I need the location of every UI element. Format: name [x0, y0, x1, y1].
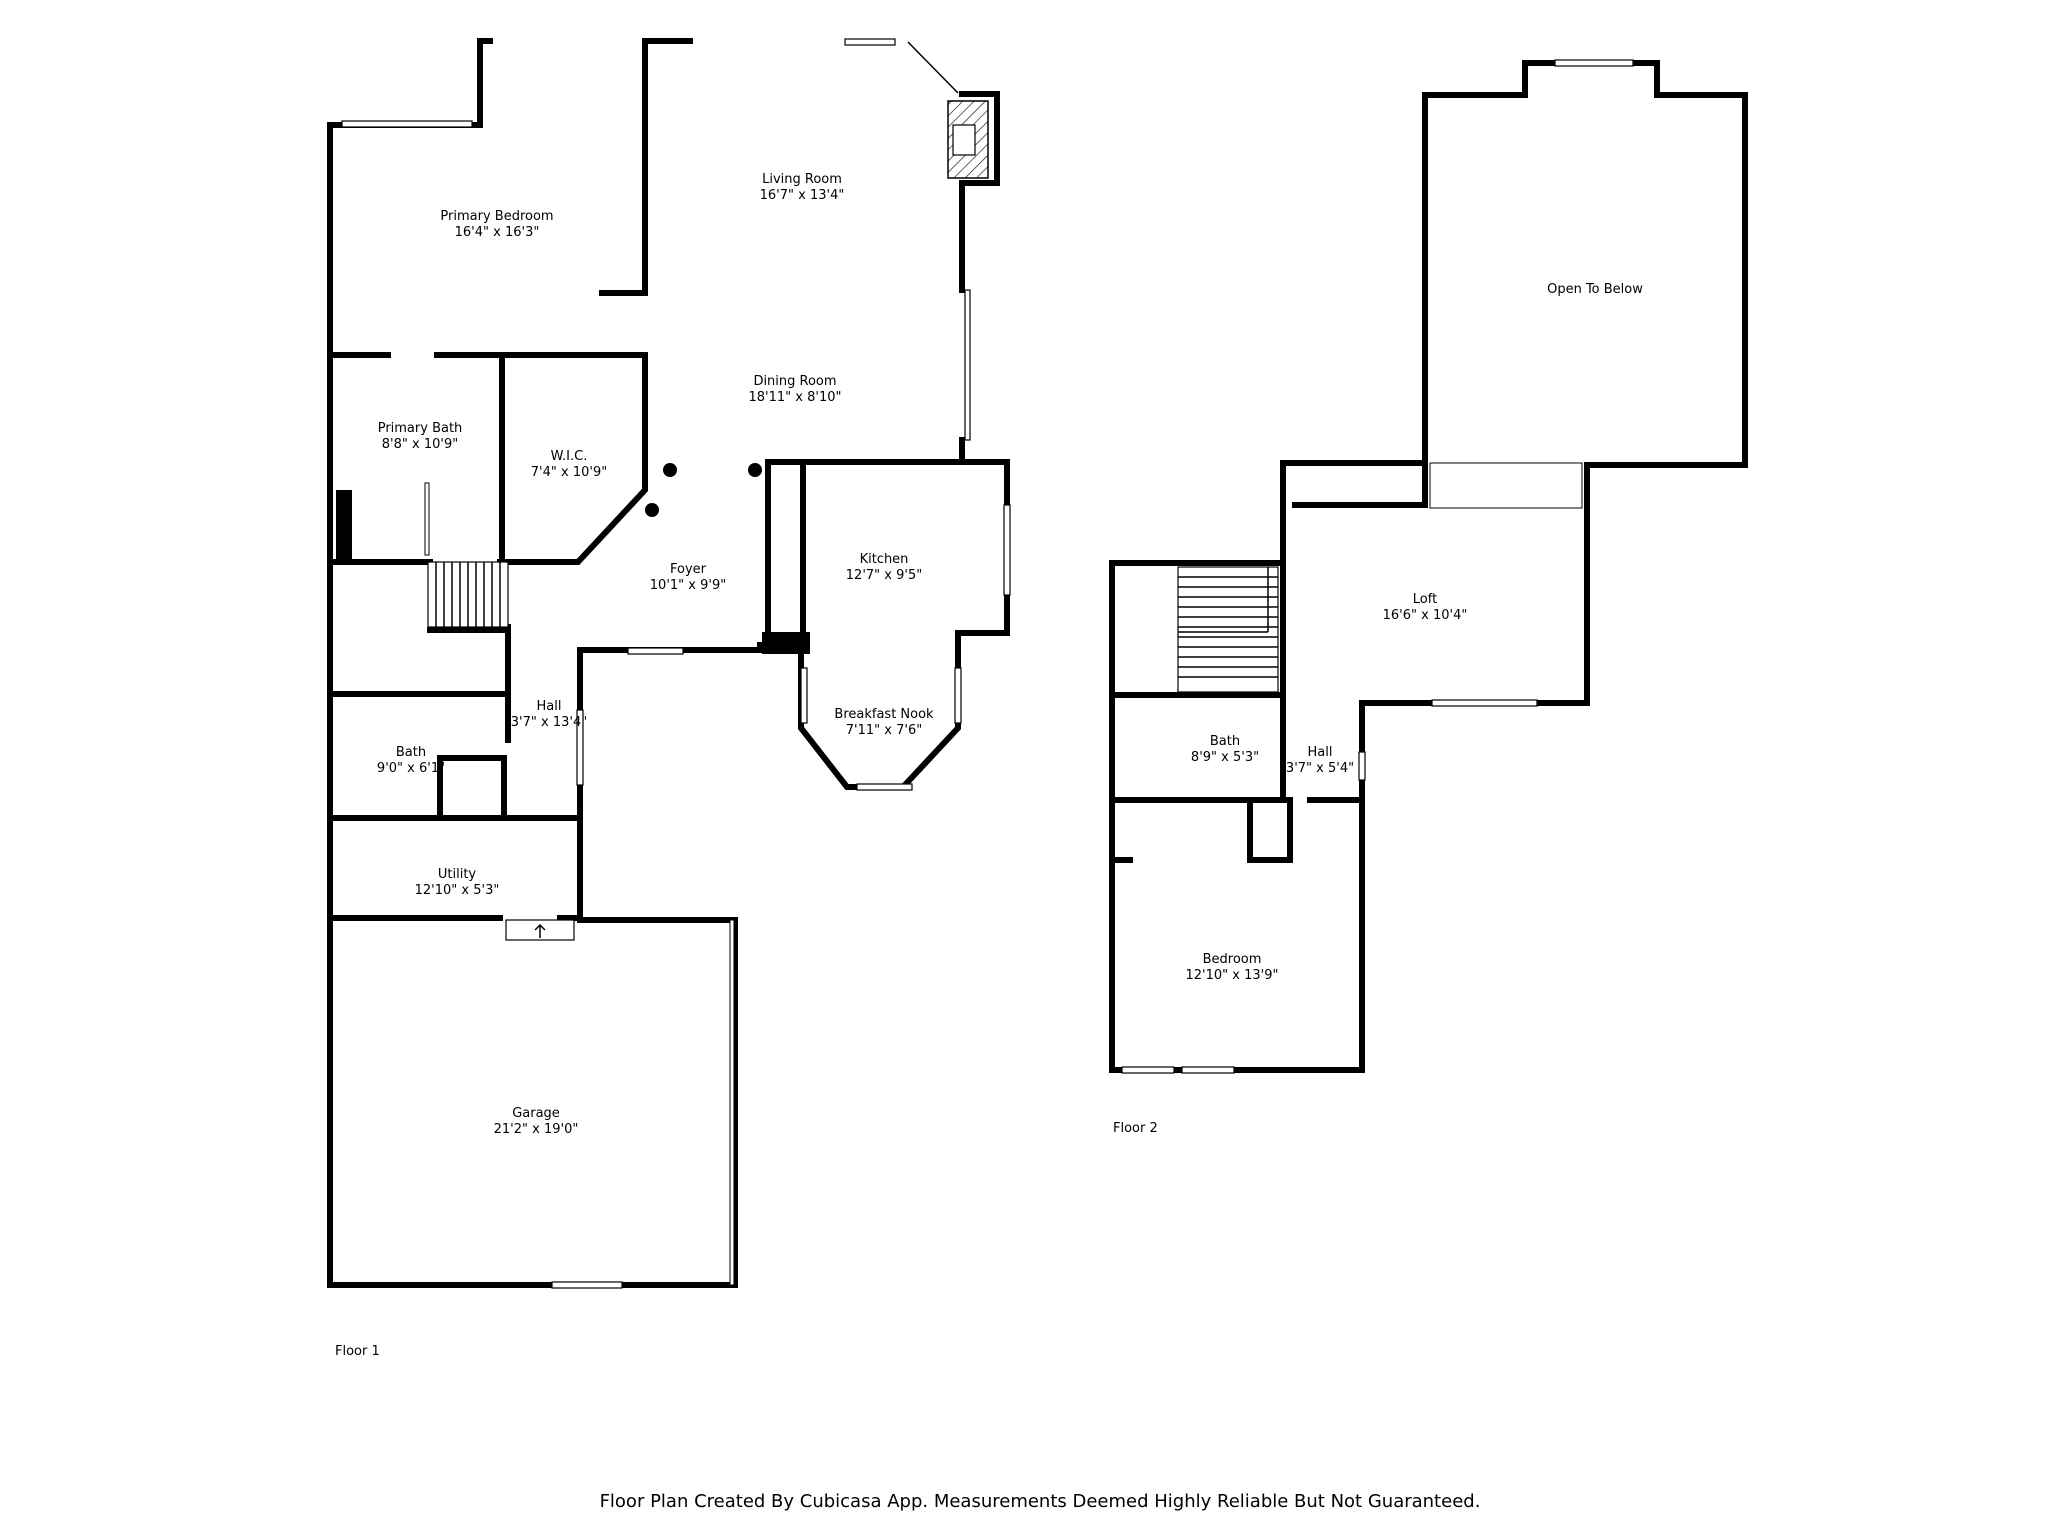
- fireplace-opening: [952, 124, 976, 156]
- room-size-breakfast-nook: 7'11" x 7'6": [846, 723, 922, 738]
- window: [1121, 1066, 1175, 1074]
- window: [1181, 1066, 1235, 1074]
- room-size-primary-bath: 8'8" x 10'9": [382, 437, 458, 452]
- floor-1: [327, 38, 1011, 1289]
- room-size-bath-2: 8'9" x 5'3": [1191, 750, 1259, 765]
- footer-disclaimer: Floor Plan Created By Cubicasa App. Meas…: [600, 1491, 1481, 1512]
- window: [964, 289, 971, 441]
- window: [1431, 699, 1538, 707]
- room-name-bath-2: Bath: [1210, 734, 1240, 749]
- room-name-primary-bedroom: Primary Bedroom: [440, 209, 553, 224]
- stairs-floor2: [1177, 566, 1279, 693]
- column-icon: [645, 503, 659, 517]
- floor2-room-labels: Open To Below Loft 16'6" x 10'4" Bath 8'…: [1113, 282, 1643, 1136]
- window: [627, 647, 684, 655]
- floor-2: [1109, 59, 1748, 1074]
- room-name-kitchen: Kitchen: [860, 552, 909, 567]
- open-to-below-rail: [1429, 462, 1583, 509]
- floor1-exterior-wall: [327, 38, 1010, 1288]
- room-name-living-room: Living Room: [762, 172, 842, 187]
- room-size-bedroom: 12'10" x 13'9": [1186, 968, 1279, 983]
- window: [576, 709, 584, 786]
- floor1-east-wall: [959, 91, 1000, 465]
- window: [856, 783, 913, 791]
- shower-glass: [424, 482, 430, 556]
- room-name-garage: Garage: [512, 1106, 560, 1121]
- floor1-wall-block: [336, 490, 352, 560]
- floor2-interior-walls: [1109, 92, 1428, 863]
- window: [1358, 751, 1366, 781]
- arrow-up-icon: [534, 923, 546, 938]
- window: [844, 38, 896, 46]
- room-size-bath-1: 9'0" x 6'1": [377, 761, 445, 776]
- room-size-utility: 12'10" x 5'3": [415, 883, 500, 898]
- floor1-label: Floor 1: [335, 1344, 380, 1359]
- room-size-dining-room: 18'11" x 8'10": [749, 390, 842, 405]
- column-icon: [748, 463, 762, 477]
- room-name-dining-room: Dining Room: [753, 374, 836, 389]
- room-size-living-room: 16'7" x 13'4": [760, 188, 845, 203]
- floor1-room-labels: Primary Bedroom 16'4" x 16'3" Living Roo…: [335, 172, 934, 1359]
- stairs-floor1: [427, 561, 509, 628]
- room-size-loft: 16'6" x 10'4": [1383, 608, 1468, 623]
- room-name-loft: Loft: [1413, 592, 1437, 607]
- room-name-bath-1: Bath: [396, 745, 426, 760]
- floor1-north-wall: [477, 38, 693, 296]
- room-name-hall-2: Hall: [1308, 745, 1333, 760]
- window: [1003, 504, 1011, 596]
- room-size-garage: 21'2" x 19'0": [494, 1122, 579, 1137]
- living-room-angled-wall: [907, 41, 959, 94]
- room-name-primary-bath: Primary Bath: [378, 421, 463, 436]
- room-name-open-to-below: Open To Below: [1547, 282, 1643, 297]
- room-name-utility: Utility: [438, 867, 477, 882]
- room-size-foyer: 10'1" x 9'9": [650, 578, 726, 593]
- window: [800, 667, 808, 724]
- room-name-bedroom: Bedroom: [1203, 952, 1262, 967]
- floor1-interior-walls: [327, 352, 771, 921]
- window: [341, 120, 473, 128]
- floor2-label: Floor 2: [1113, 1121, 1158, 1136]
- room-size-kitchen: 12'7" x 9'5": [846, 568, 922, 583]
- room-size-hall-2: 3'7" x 5'4": [1286, 761, 1354, 776]
- window: [551, 1281, 623, 1289]
- window: [954, 667, 962, 724]
- column-icon: [663, 463, 677, 477]
- window: [1554, 59, 1634, 67]
- room-name-wic: W.I.C.: [551, 449, 588, 464]
- room-size-primary-bedroom: 16'4" x 16'3": [455, 225, 540, 240]
- room-name-foyer: Foyer: [670, 562, 707, 577]
- room-name-hall-1: Hall: [537, 699, 562, 714]
- floor1-wall-block-2: [762, 632, 810, 654]
- garage-door: [729, 919, 735, 1286]
- room-size-wic: 7'4" x 10'9": [531, 465, 607, 480]
- room-name-breakfast-nook: Breakfast Nook: [834, 707, 934, 722]
- room-size-hall-1: 3'7" x 13'4": [511, 715, 587, 730]
- floor1-kitchen-walls: [765, 459, 1010, 648]
